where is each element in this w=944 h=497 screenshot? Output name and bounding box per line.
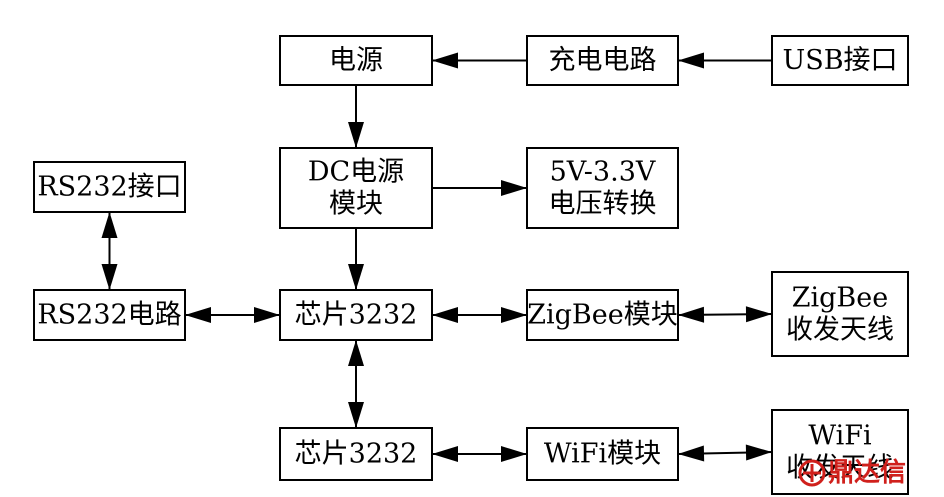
connector-charging-circuit-to-power (432, 52, 527, 69)
connector-usb-port-to-charging-circuit (678, 52, 772, 69)
arrowhead (501, 180, 527, 196)
connector-chip-top-to-zigbee-module (432, 307, 527, 323)
arrowhead (678, 52, 704, 69)
block-frame (33, 289, 186, 341)
arrowhead (745, 306, 772, 323)
block-label: 充电电路 (549, 45, 657, 76)
block-label: USB接口 (782, 45, 897, 76)
arrowhead (678, 445, 705, 462)
arrowhead (432, 446, 458, 462)
block-frame (33, 161, 186, 213)
arrowhead (348, 264, 364, 290)
connector-rs232-circuit-to-chip-top (185, 307, 280, 323)
arrowhead (254, 307, 280, 323)
block-label: RS232接口 (37, 172, 181, 203)
block-frame (526, 427, 679, 481)
block-label: WiFi (808, 421, 872, 452)
block-label: ZigBee模块 (527, 300, 677, 331)
block-label: 收发天线 (786, 453, 894, 484)
block-frame (279, 35, 433, 86)
block-label: ZigBee (792, 283, 888, 314)
block-charging-circuit: 充电电路 (526, 35, 679, 86)
block-rs232-port: RS232接口 (33, 161, 186, 213)
arrowhead (185, 307, 211, 323)
block-usb-port: USB接口 (771, 35, 909, 86)
block-label: 模块 (329, 189, 383, 220)
arrowhead (432, 307, 458, 323)
connector-chip-top-to-chip-bottom (348, 340, 364, 428)
arrowhead (745, 444, 772, 461)
connector-dc-power-module-to-voltage-converter (432, 180, 527, 196)
block-frame (771, 409, 909, 495)
block-wifi-module: WiFi模块 (526, 427, 679, 481)
block-frame (526, 35, 679, 86)
arrowhead (101, 212, 118, 238)
arrowhead (348, 402, 364, 428)
connector-chip-bottom-to-wifi-module (432, 446, 527, 462)
arrowhead (501, 307, 527, 323)
connector-wifi-module-to-wifi-antenna (677, 444, 773, 462)
arrowhead (432, 52, 458, 69)
block-label: 5V-3.3V (550, 157, 656, 188)
connector-zigbee-module-to-zigbee-antenna (677, 306, 773, 323)
arrowhead (101, 264, 118, 290)
connector-power-to-dc-power-module (348, 85, 364, 148)
logo-icon (798, 459, 826, 487)
block-label: 电源 (329, 45, 383, 76)
block-frame (526, 289, 679, 341)
block-frame (279, 147, 433, 229)
connections (101, 52, 773, 462)
watermark: 鼎达信 (798, 458, 906, 488)
block-power: 电源 (279, 35, 433, 86)
block-chip-bottom: 芯片3232 (279, 427, 433, 481)
block-label: 芯片3232 (295, 439, 418, 470)
block-label: 芯片3232 (295, 300, 418, 331)
watermark-text: 鼎达信 (828, 458, 906, 488)
block-label: WiFi模块 (544, 439, 661, 470)
block-frame (279, 427, 433, 481)
block-rs232-circuit: RS232电路 (33, 289, 186, 341)
block-chip-top: 芯片3232 (279, 289, 433, 341)
block-frame (279, 289, 433, 341)
block-frame (771, 35, 909, 86)
connector-rs232-port-to-rs232-circuit (101, 212, 118, 290)
block-zigbee-module: ZigBee模块 (526, 289, 679, 341)
block-frame (771, 271, 909, 357)
block-label: 收发天线 (786, 315, 894, 346)
block-frame (526, 147, 679, 229)
arrowhead (348, 122, 364, 148)
connector-dc-power-module-to-chip-top (348, 228, 364, 290)
block-label: 电压转换 (549, 189, 657, 220)
arrowhead (348, 340, 364, 366)
arrowhead (678, 306, 705, 323)
block-label: RS232电路 (37, 300, 181, 331)
block-label: DC电源 (308, 157, 404, 188)
arrowhead (501, 446, 527, 462)
